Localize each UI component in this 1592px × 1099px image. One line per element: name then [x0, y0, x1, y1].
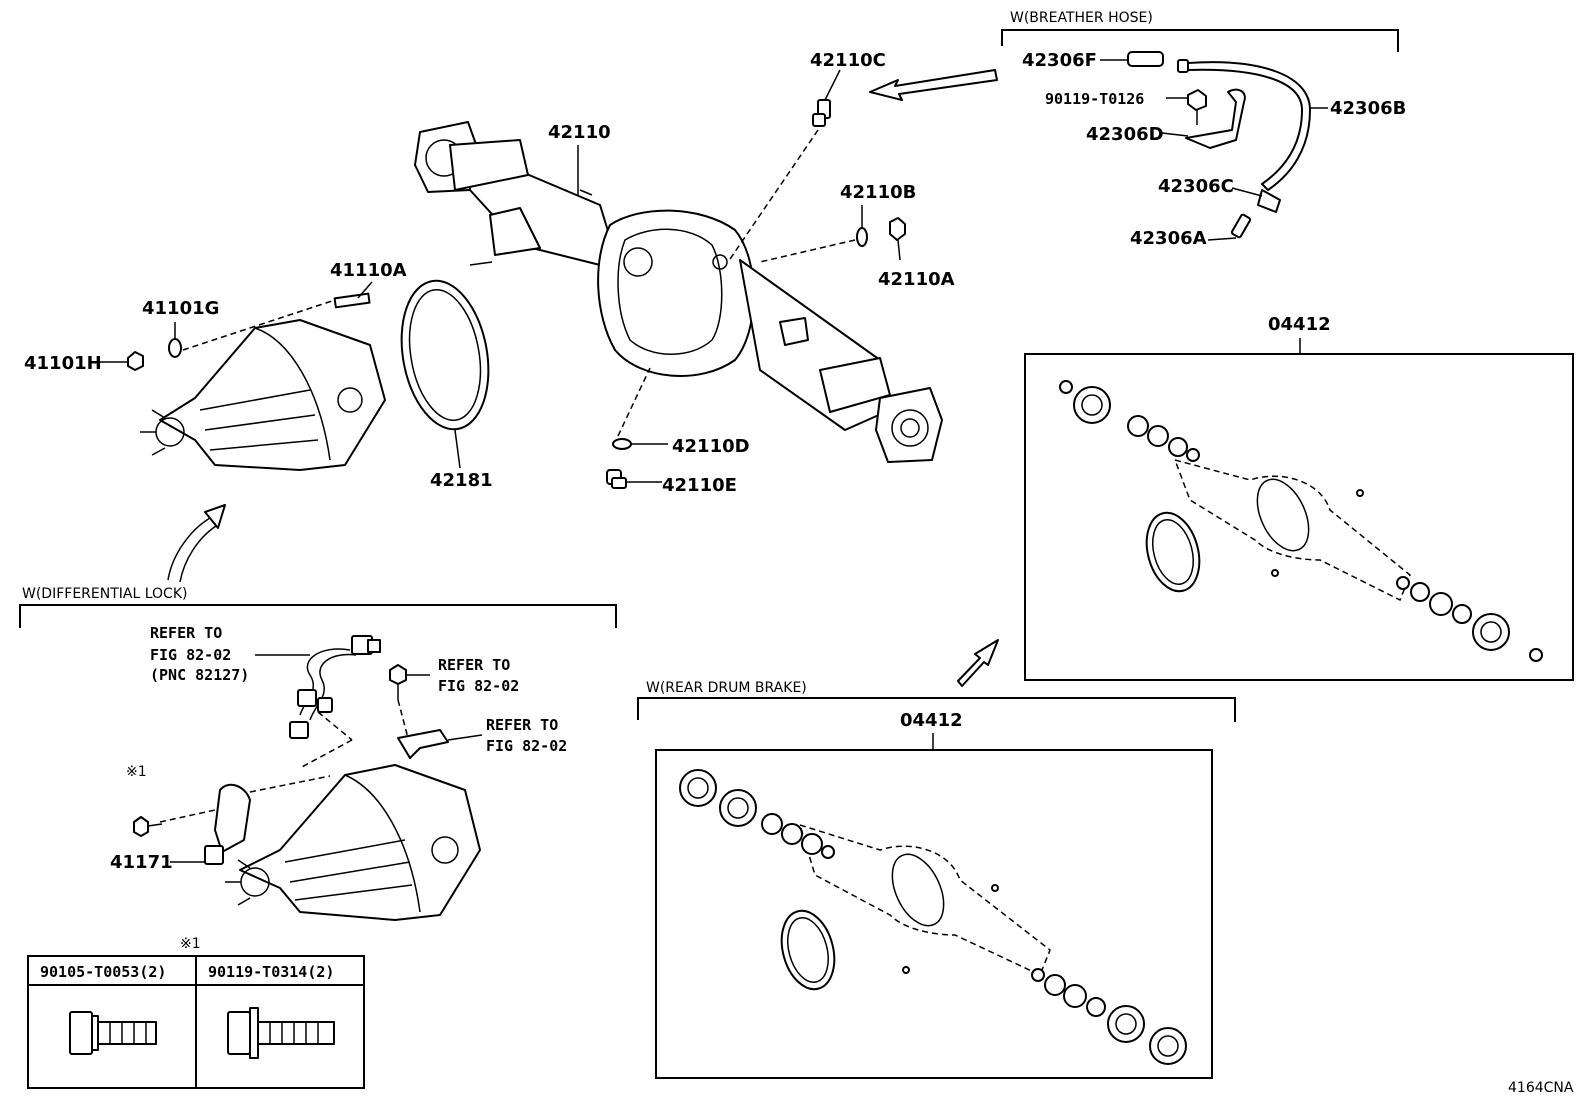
figure-code: 4164CNA: [1508, 1080, 1574, 1096]
table-cell-90119-T0314[interactable]: 90119-T0314(2): [208, 963, 334, 981]
table-cell-90105-T0053[interactable]: 90105-T0053(2): [40, 963, 166, 981]
label-41101G[interactable]: 41101G: [142, 298, 219, 319]
breather-plug-42110C[interactable]: [812, 99, 831, 127]
label-42181[interactable]: 42181: [430, 470, 493, 491]
rear-drum-brake-group: [637, 697, 1236, 1079]
refer2-line1[interactable]: REFER TO: [438, 656, 510, 674]
bolt-table: [27, 955, 365, 1089]
label-04412-top[interactable]: 04412: [1268, 314, 1331, 335]
plug-42110E[interactable]: [606, 469, 627, 489]
label-42110A[interactable]: 42110A: [878, 269, 955, 290]
label-42110B[interactable]: 42110B: [840, 182, 916, 203]
breather-hose-group: [1001, 29, 1399, 239]
label-42306C[interactable]: 42306C: [1158, 176, 1234, 197]
axle-housing[interactable]: [414, 121, 943, 463]
diff-lock-group: [19, 604, 617, 921]
label-41110A[interactable]: 41110A: [330, 260, 407, 281]
refer1-line3: (PNC 82127): [150, 666, 249, 684]
refer3-line1[interactable]: REFER TO: [486, 716, 558, 734]
label-42306A[interactable]: 42306A: [1130, 228, 1207, 249]
label-41171[interactable]: 41171: [110, 852, 173, 873]
label-42306B[interactable]: 42306B: [1330, 98, 1406, 119]
label-90119-T0126[interactable]: 90119-T0126: [1045, 90, 1144, 108]
refer2-line2[interactable]: FIG 82-02: [438, 677, 519, 695]
leader-lines-top: [100, 69, 901, 483]
label-42306F[interactable]: 42306F: [1022, 50, 1097, 71]
kit-arrow: [957, 639, 999, 687]
group-rear-drum-brake: W(REAR DRUM BRAKE): [646, 680, 807, 696]
plug-42110A[interactable]: [889, 217, 906, 241]
group-breather-hose: W(BREATHER HOSE): [1010, 10, 1153, 26]
label-42110C[interactable]: 42110C: [810, 50, 886, 71]
kit-box-top: [1024, 338, 1574, 681]
table-note-mark: ※1: [180, 936, 201, 952]
label-41101H[interactable]: 41101H: [24, 353, 102, 374]
group-differential-lock: W(DIFFERENTIAL LOCK): [22, 586, 187, 602]
washer-42110B[interactable]: [856, 227, 868, 247]
breather-arrow: [869, 69, 998, 101]
label-42110D[interactable]: 42110D: [672, 436, 750, 457]
leader-lines-diff-lock: [159, 654, 483, 863]
stud-41110A[interactable]: [333, 292, 371, 309]
refer3-line2[interactable]: FIG 82-02: [486, 737, 567, 755]
label-42110E[interactable]: 42110E: [662, 475, 737, 496]
gasket-42110D[interactable]: [612, 438, 632, 450]
label-42306D[interactable]: 42306D: [1086, 124, 1164, 145]
label-42110[interactable]: 42110: [548, 122, 611, 143]
diff-lock-arrow: [167, 504, 226, 583]
label-04412-bottom[interactable]: 04412: [900, 710, 963, 731]
refer1-line2[interactable]: FIG 82-02: [150, 646, 231, 664]
note-mark-1: ※1: [126, 764, 147, 780]
washer-41101G[interactable]: [168, 338, 182, 358]
refer1-line1[interactable]: REFER TO: [150, 624, 222, 642]
differential-carrier[interactable]: [140, 319, 386, 471]
carrier-gasket[interactable]: [391, 274, 500, 436]
bolt-drawing-90119: [227, 1007, 335, 1059]
nut-41101H[interactable]: [127, 351, 144, 371]
leader-lines-breather: [1100, 59, 1328, 241]
bolt-drawing-90105: [69, 1011, 157, 1055]
